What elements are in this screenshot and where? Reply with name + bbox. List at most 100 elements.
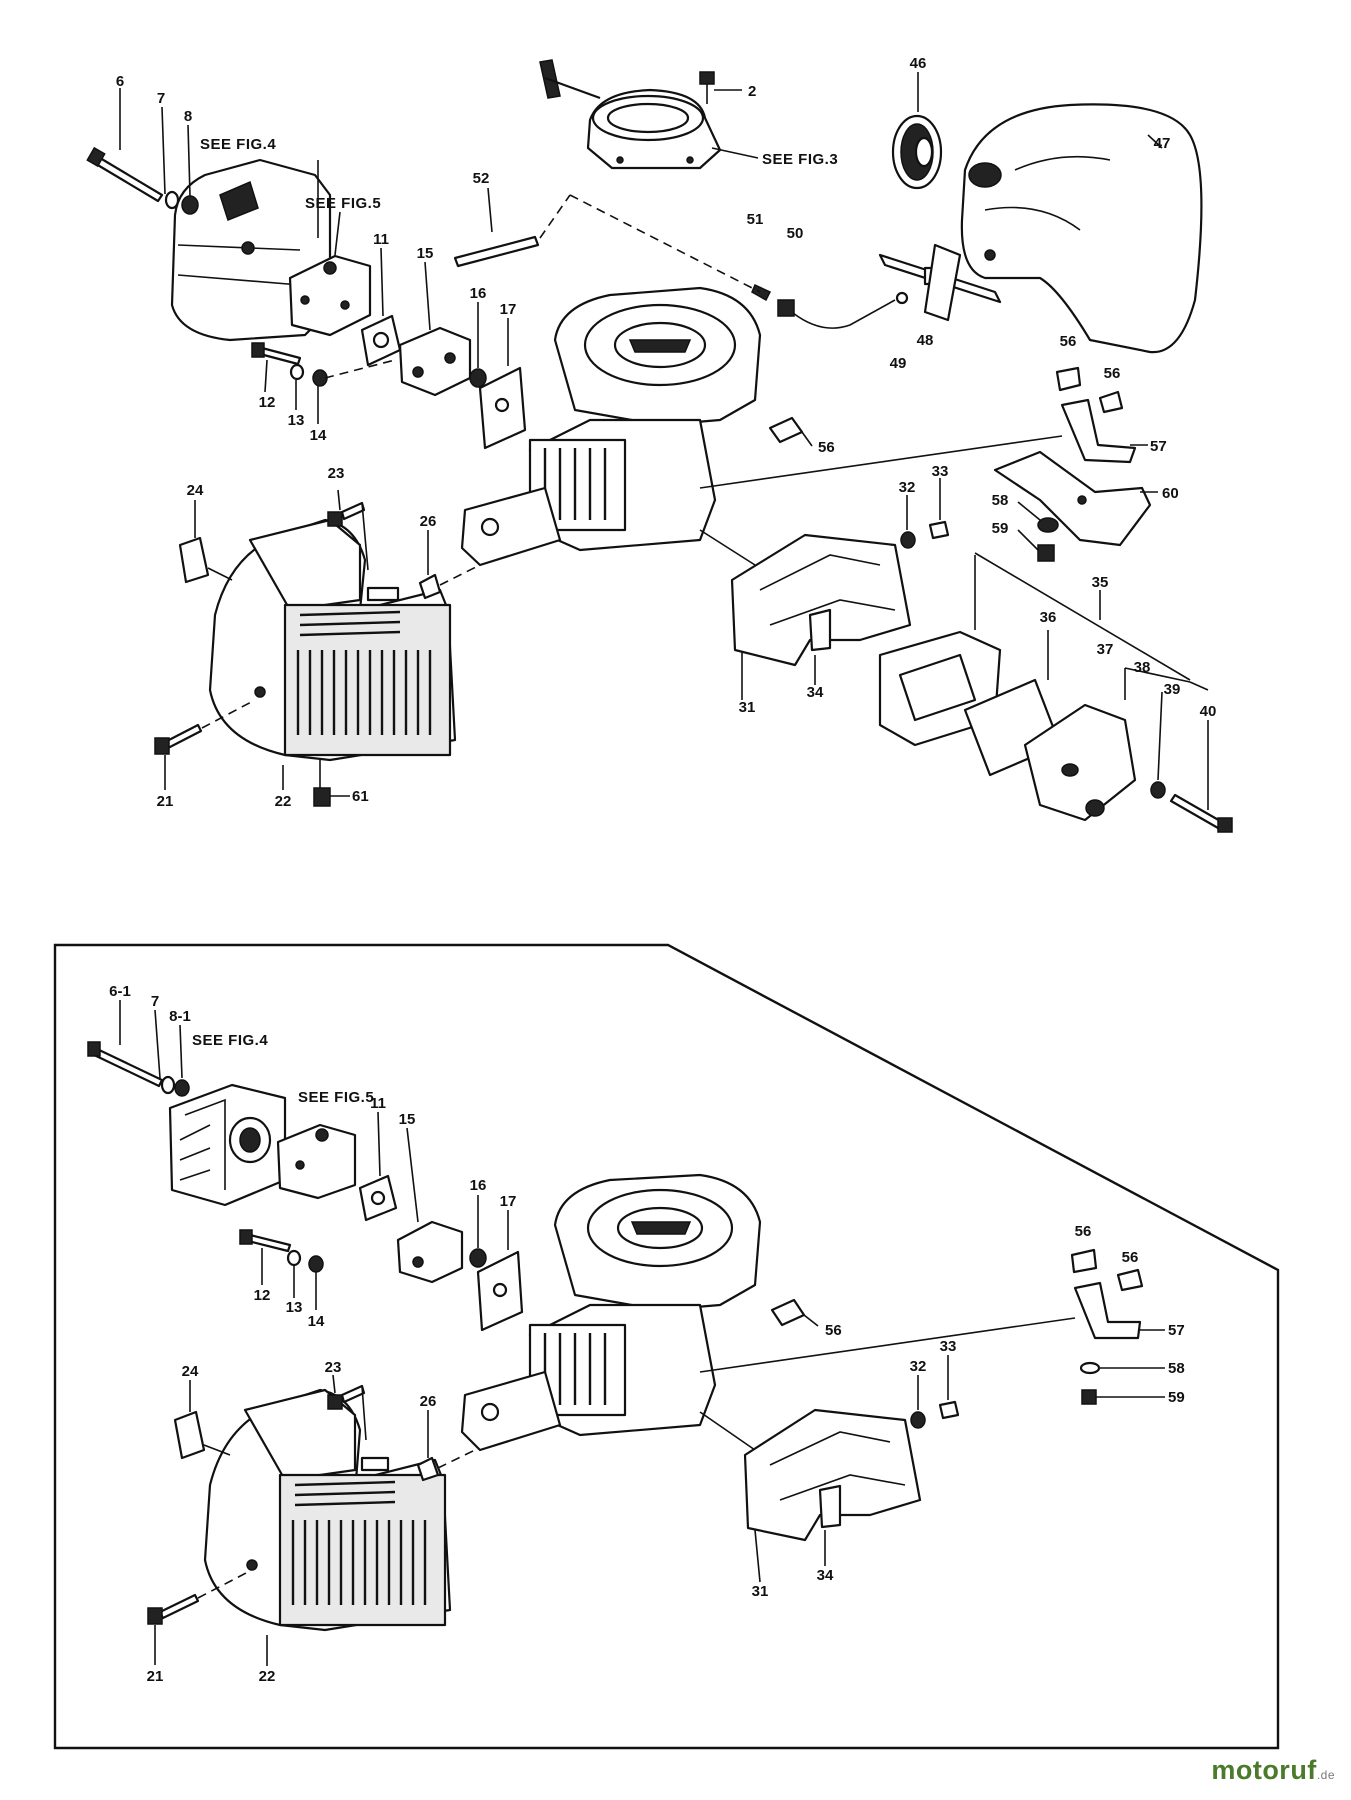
- callout-13: 13: [288, 412, 305, 429]
- callout-36: 36: [1040, 609, 1057, 626]
- washer-16-bottom: [469, 1195, 487, 1268]
- damper-24-bottom: [173, 1380, 231, 1460]
- callout-47: 47: [1154, 135, 1171, 152]
- bolt-21-bottom: [147, 1571, 249, 1665]
- callout-11: 11: [373, 231, 389, 248]
- callout-26-b: 26: [420, 1393, 437, 1410]
- stud-23: [327, 489, 369, 571]
- throttle-cable-50: [751, 283, 909, 329]
- callout-see-fig-4-b: SEE FIG.4: [192, 1032, 268, 1049]
- muffler-cover-22-bottom: [203, 1388, 452, 1632]
- gasket-11: [360, 247, 402, 367]
- callout-39: 39: [1164, 681, 1181, 698]
- callout-34: 34: [807, 684, 824, 701]
- stopper-56-bottom-a: [770, 1298, 819, 1327]
- callout-see-fig-4: SEE FIG.4: [200, 136, 276, 153]
- stopper-56-a: [768, 416, 813, 447]
- callout-7-b: 7: [151, 993, 159, 1010]
- watermark-logo: motoruf.de: [1211, 1755, 1335, 1786]
- gasket-11-bottom: [358, 1111, 398, 1222]
- bracket-57-bottom: [1073, 1281, 1165, 1340]
- callout-49: 49: [890, 355, 907, 372]
- callout-8-1: 8-1: [169, 1008, 191, 1025]
- callout-8: 8: [184, 108, 192, 125]
- callout-7: 7: [157, 90, 165, 107]
- callout-33: 33: [932, 463, 949, 480]
- bolt-33: [928, 478, 950, 540]
- recoil-starter: [539, 59, 722, 170]
- stopper-56-bottom-c: [1116, 1268, 1144, 1292]
- callout-17: 17: [500, 301, 517, 318]
- callout-46: 46: [910, 55, 927, 72]
- heat-shield-31: [730, 533, 912, 700]
- watermark-text: motoruf: [1211, 1755, 1317, 1785]
- callout-see-fig-3: SEE FIG.3: [762, 151, 838, 168]
- callout-12-b: 12: [254, 1287, 271, 1304]
- carburetor-bottom: [276, 1123, 357, 1200]
- muffler-cover-37: [1023, 703, 1137, 822]
- callout-48: 48: [917, 332, 934, 349]
- watermark-tld: .de: [1316, 1768, 1335, 1782]
- callout-60: 60: [1162, 485, 1179, 502]
- bottom-assembly: 6-1 7 8-1 SEE FIG.4 SEE FIG.5 11 15 16 1…: [53, 943, 1280, 1750]
- callout-2: 2: [748, 83, 756, 100]
- stopper-56-c: [1098, 390, 1124, 414]
- callout-14-b: 14: [308, 1313, 325, 1330]
- callout-57: 57: [1150, 438, 1167, 455]
- bolt-12: [251, 342, 396, 424]
- bolt-40: [1169, 720, 1233, 833]
- bolt-59-bottom: [1081, 1389, 1165, 1405]
- callout-50: 50: [787, 225, 804, 242]
- callout-13-b: 13: [286, 1299, 303, 1316]
- stud-23-bottom: [327, 1374, 367, 1441]
- engine-block: [460, 286, 1063, 567]
- callout-22: 22: [275, 793, 292, 810]
- callout-57-b: 57: [1168, 1322, 1185, 1339]
- callout-61: 61: [352, 788, 369, 805]
- callout-22-b: 22: [259, 1668, 276, 1685]
- insulator-15: [398, 261, 472, 397]
- callout-26: 26: [420, 513, 437, 530]
- callout-23: 23: [328, 465, 345, 482]
- callout-see-fig-5-b: SEE FIG.5: [298, 1089, 374, 1106]
- bracket-34: [808, 608, 832, 685]
- callout-15-b: 15: [399, 1111, 416, 1128]
- bolt-32-bottom: [910, 1375, 926, 1429]
- bracket-57: [1060, 398, 1148, 464]
- callout-16-b: 16: [470, 1177, 487, 1194]
- callout-16: 16: [470, 285, 487, 302]
- callout-56-top-c: 56: [818, 439, 835, 456]
- callout-35: 35: [1092, 574, 1109, 591]
- bolt-58: [1017, 501, 1059, 533]
- bolt-33-bottom: [938, 1355, 960, 1420]
- callout-6: 6: [116, 73, 124, 90]
- callout-15: 15: [417, 245, 434, 262]
- callout-37: 37: [1097, 641, 1114, 658]
- callout-23-b: 23: [325, 1359, 342, 1376]
- bolt-59: [1017, 529, 1055, 562]
- callout-6-1: 6-1: [109, 983, 131, 1000]
- spacer-26-bottom: [416, 1410, 476, 1482]
- callout-14: 14: [310, 427, 327, 444]
- callout-31-b: 31: [752, 1583, 769, 1600]
- plate-60: [993, 450, 1158, 547]
- callout-see-fig-5: SEE FIG.5: [305, 195, 381, 212]
- pulley-46: [891, 72, 943, 190]
- gasket-17: [478, 318, 527, 450]
- damper-24: [178, 500, 233, 584]
- bolt-2: [699, 71, 742, 104]
- bolt-32: [900, 495, 916, 549]
- bottom-frame: [53, 943, 1280, 1750]
- throttle-lever-48: [878, 243, 1002, 322]
- callout-21: 21: [157, 793, 174, 810]
- callout-21-b: 21: [147, 1668, 164, 1685]
- heat-shield-31-bottom: [743, 1408, 922, 1583]
- top-assembly: 6 7 8 SEE FIG.4 SEE FIG.5 52 2 SEE FIG.3…: [86, 55, 1233, 833]
- callout-56-b-b: 56: [1122, 1249, 1139, 1266]
- callout-56-top-a: 56: [1060, 333, 1077, 350]
- callout-32-b: 32: [910, 1358, 927, 1375]
- washer-16: [469, 302, 487, 388]
- callout-17-b: 17: [500, 1193, 517, 1210]
- fan-housing-47: [960, 103, 1203, 354]
